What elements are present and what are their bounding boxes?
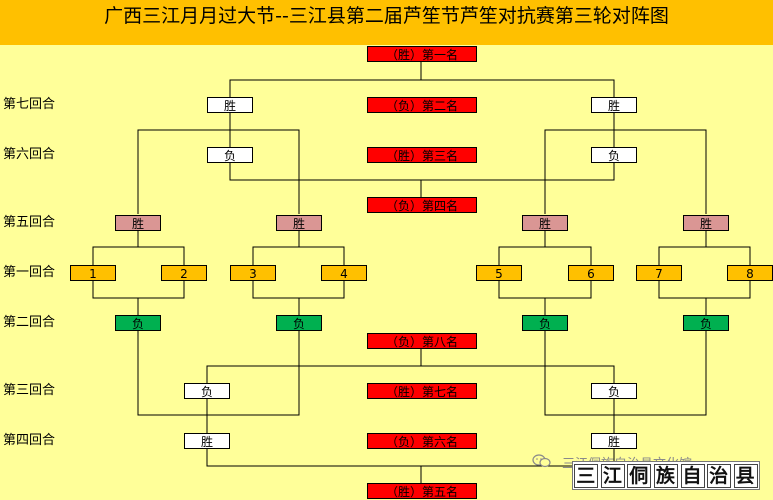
r5-box-4: 胜 <box>683 215 729 231</box>
team-7: 7 <box>636 265 682 281</box>
stamp-char: 江 <box>600 463 625 488</box>
stamp-char: 侗 <box>627 463 652 488</box>
rank-seventh: （胜）第七名 <box>367 383 477 399</box>
r6-left-box: 负 <box>207 147 253 163</box>
round-label-3: 第三回合 <box>3 383 56 398</box>
stamp-char: 三 <box>574 463 599 488</box>
rank-second: （负）第二名 <box>367 97 477 113</box>
r5-box-2: 胜 <box>276 215 322 231</box>
rank-eighth: （负）第八名 <box>367 333 477 349</box>
r4-left-box: 胜 <box>184 433 230 449</box>
rank-sixth: （负）第六名 <box>367 433 477 449</box>
r7-right-box: 胜 <box>591 97 637 113</box>
round-label-2: 第二回合 <box>3 315 56 330</box>
team-4: 4 <box>321 265 367 281</box>
r2-box-3: 负 <box>522 315 568 331</box>
stamp-char: 族 <box>653 463 678 488</box>
round-label-1: 第一回合 <box>3 265 56 280</box>
team-8: 8 <box>727 265 773 281</box>
r6-right-box: 负 <box>591 147 637 163</box>
round-label-4: 第四回合 <box>3 433 56 448</box>
team-3: 3 <box>230 265 276 281</box>
county-stamp: 三江侗族自治县 <box>572 461 760 490</box>
rank-third: （胜）第三名 <box>367 147 477 163</box>
page-title: 广西三江月月过大节--三江县第二届芦笙节芦笙对抗赛第三轮对阵图 <box>104 5 669 27</box>
r3-left-box: 负 <box>184 383 230 399</box>
r7-left-box: 胜 <box>207 97 253 113</box>
rank-first: （胜）第一名 <box>367 46 477 62</box>
team-2: 2 <box>161 265 207 281</box>
r2-box-1: 负 <box>115 315 161 331</box>
round-label-7: 第七回合 <box>3 97 56 112</box>
r3-right-box: 负 <box>591 383 637 399</box>
team-6: 6 <box>568 265 614 281</box>
wechat-icon <box>532 454 551 468</box>
round-label-5: 第五回合 <box>3 215 56 230</box>
stamp-char: 自 <box>680 463 705 488</box>
stamp-char: 县 <box>733 463 758 488</box>
title-bar: 广西三江月月过大节--三江县第二届芦笙节芦笙对抗赛第三轮对阵图 <box>0 0 773 45</box>
r4-right-box: 胜 <box>591 433 637 449</box>
rank-fourth: （负）第四名 <box>367 197 477 213</box>
r5-box-3: 胜 <box>522 215 568 231</box>
stamp-char: 治 <box>707 463 732 488</box>
r2-box-2: 负 <box>276 315 322 331</box>
round-label-6: 第六回合 <box>3 147 56 162</box>
team-5: 5 <box>476 265 522 281</box>
team-1: 1 <box>70 265 116 281</box>
r5-box-1: 胜 <box>115 215 161 231</box>
rank-fifth: （胜）第五名 <box>367 483 477 499</box>
r2-box-4: 负 <box>683 315 729 331</box>
